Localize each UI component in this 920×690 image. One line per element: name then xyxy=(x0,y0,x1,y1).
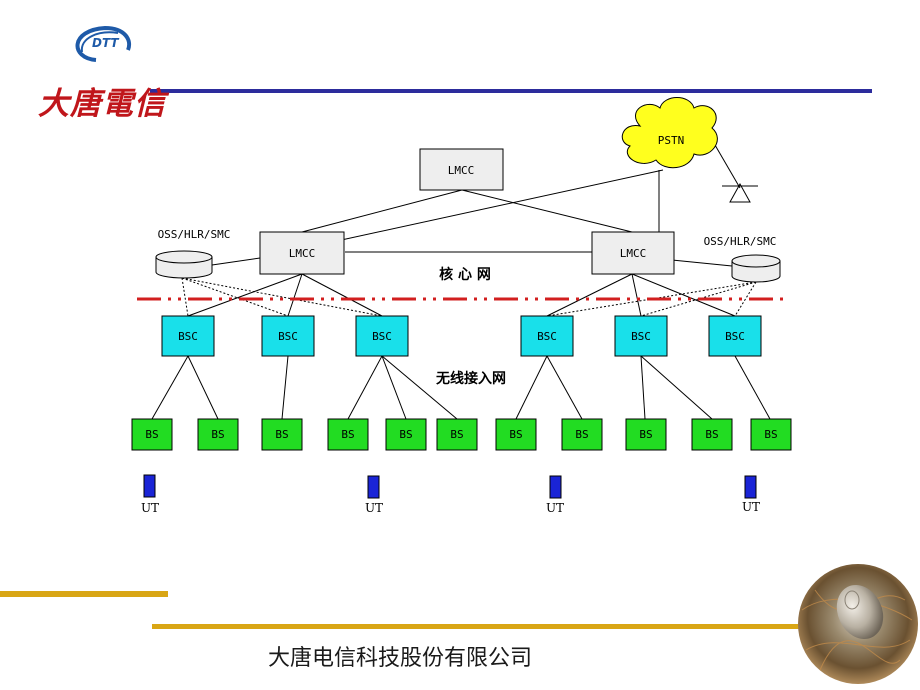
gold-bar-lower xyxy=(152,624,812,629)
oss-left-label: OSS/HLR/SMC xyxy=(158,228,231,241)
bs-node: BS xyxy=(561,418,603,451)
antenna-icon xyxy=(722,182,758,203)
ut-label: UT xyxy=(365,501,383,515)
bs-node: BS xyxy=(197,418,239,451)
lmcc-left-label: LMCC xyxy=(289,247,316,260)
oss-right-database: OSS/HLR/SMC xyxy=(704,235,781,283)
bs-node: BS xyxy=(385,418,427,451)
bs-label: BS xyxy=(639,428,652,441)
bsc-node: BSC xyxy=(708,315,762,357)
brand-calligraphy-logo: 大唐電信 xyxy=(38,86,166,122)
pstn-cloud: PSTN xyxy=(621,97,718,169)
connection-lines xyxy=(151,144,771,420)
bsc-label: BSC xyxy=(725,330,745,343)
bsc-node: BSC xyxy=(520,315,574,357)
company-name-footer: 大唐电信科技股份有限公司 xyxy=(268,646,533,671)
lmcc-right-label: LMCC xyxy=(620,247,647,260)
bs-label: BS xyxy=(399,428,412,441)
oss-right-label: OSS/HLR/SMC xyxy=(704,235,777,248)
bsc-label: BSC xyxy=(178,330,198,343)
bsc-node: BSC xyxy=(161,315,215,357)
logo-swoosh-inner xyxy=(80,31,119,53)
bs-label: BS xyxy=(275,428,288,441)
bsc-label: BSC xyxy=(372,330,392,343)
ut-terminal: UT xyxy=(141,474,159,515)
bs-node: BS xyxy=(495,418,537,451)
bsc-label: BSC xyxy=(278,330,298,343)
bsc-node: BSC xyxy=(614,315,668,357)
nest-egg-photo xyxy=(798,564,918,684)
bs-label: BS xyxy=(705,428,718,441)
bsc-row: BSC BSC BSC BSC BSC BSC xyxy=(161,315,762,357)
oss-dotted-links xyxy=(181,277,757,317)
bs-label: BS xyxy=(211,428,224,441)
handset-icon xyxy=(367,475,380,499)
lmcc-top-node: LMCC xyxy=(419,148,504,191)
bs-label: BS xyxy=(450,428,463,441)
lmcc-top-label: LMCC xyxy=(448,164,475,177)
bs-node: BS xyxy=(625,418,667,451)
ut-label: UT xyxy=(546,501,564,515)
ut-terminal: UT xyxy=(365,475,383,515)
ut-label: UT xyxy=(141,501,159,515)
bs-node: BS xyxy=(327,418,369,451)
access-network-label: 无线接入网 xyxy=(435,370,506,387)
bs-label: BS xyxy=(341,428,354,441)
bsc-node: BSC xyxy=(261,315,315,357)
ut-label: UT xyxy=(742,500,760,514)
ut-row: UT UT UT UT xyxy=(141,474,760,515)
bs-label: BS xyxy=(764,428,777,441)
core-network-label: 核 心 网 xyxy=(439,266,491,283)
oss-left-database: OSS/HLR/SMC xyxy=(155,228,231,279)
gold-bar-upper xyxy=(0,591,168,597)
pstn-label: PSTN xyxy=(658,134,685,147)
bs-node: BS xyxy=(131,418,173,451)
bs-label: BS xyxy=(575,428,588,441)
bs-label: BS xyxy=(145,428,158,441)
handset-icon xyxy=(549,475,562,499)
bsc-label: BSC xyxy=(537,330,557,343)
lmcc-left-node: LMCC xyxy=(259,231,345,275)
lmcc-right-node: LMCC xyxy=(591,231,675,275)
bs-node: BS xyxy=(261,418,303,451)
ut-terminal: UT xyxy=(742,475,760,514)
bs-node: BS xyxy=(436,418,478,451)
ut-terminal: UT xyxy=(546,475,564,515)
handset-icon xyxy=(143,474,156,498)
logo-badge-text: DTT xyxy=(92,36,119,50)
bs-node: BS xyxy=(750,418,792,451)
bsc-node: BSC xyxy=(355,315,409,357)
company-logo: DTT xyxy=(75,25,131,62)
bs-row: BS BS BS BS BS BS BS BS BS BS BS xyxy=(131,418,792,451)
logo-swoosh xyxy=(75,25,131,62)
handset-icon xyxy=(744,475,757,499)
bs-node: BS xyxy=(691,418,733,451)
bs-label: BS xyxy=(509,428,522,441)
bsc-label: BSC xyxy=(631,330,651,343)
